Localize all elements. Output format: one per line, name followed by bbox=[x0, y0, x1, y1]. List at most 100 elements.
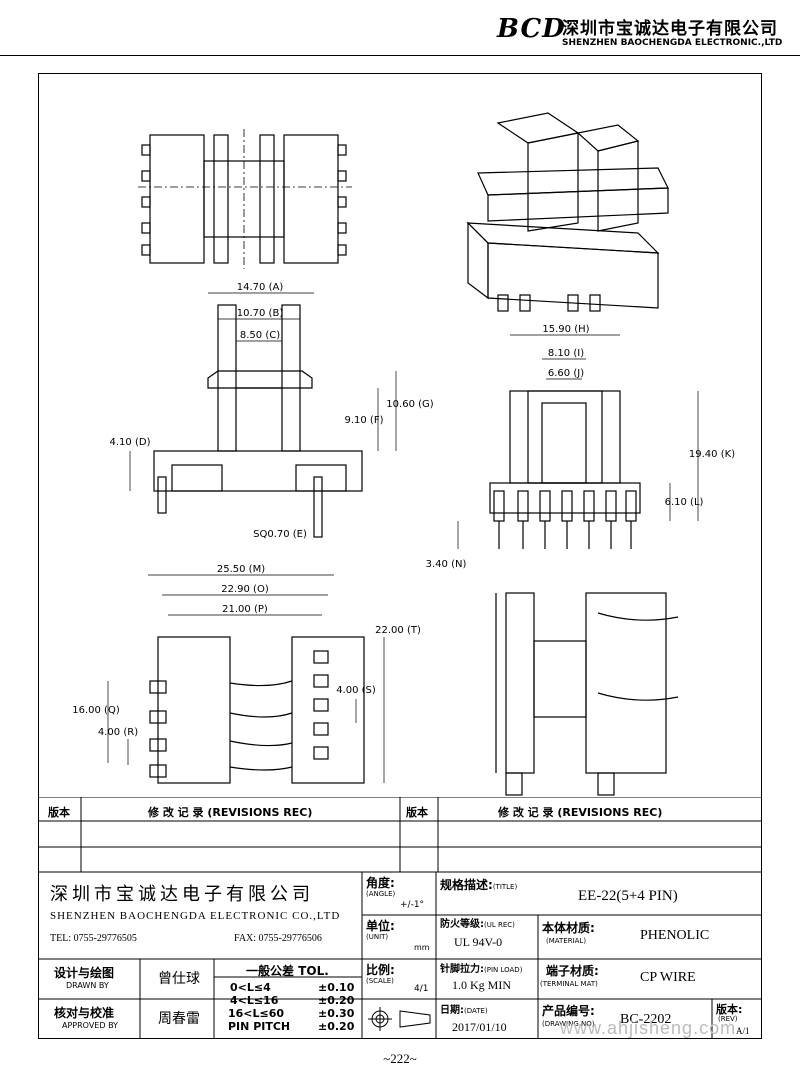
tb-angle-value: +/-1° bbox=[400, 900, 425, 910]
isometric-view bbox=[466, 112, 669, 312]
tb-angle-en: (ANGLE) bbox=[366, 890, 396, 898]
tb-rev-en: (REV) bbox=[718, 1015, 738, 1023]
svg-text:10.60 (G): 10.60 (G) bbox=[386, 399, 433, 410]
svg-text:10.70 (B): 10.70 (B) bbox=[237, 308, 284, 319]
svg-text:22.00 (T): 22.00 (T) bbox=[375, 625, 421, 636]
tb-tol-title: 一般公差 TOL. bbox=[246, 964, 329, 978]
dim-n-tag: N bbox=[455, 559, 462, 570]
dim-h-value: 15.90 bbox=[542, 324, 571, 335]
svg-text:3.40 (N): 3.40 (N) bbox=[426, 559, 467, 570]
header-rule bbox=[0, 55, 800, 56]
tb-date-label: 日期:(DATE) bbox=[440, 1001, 488, 1016]
dim-i-tag: I bbox=[577, 348, 580, 359]
tb-title-en: (TITLE) bbox=[492, 883, 518, 891]
dim-p-tag: P bbox=[258, 604, 264, 615]
dim-h-tag: H bbox=[578, 324, 586, 335]
dim-e-tag: E bbox=[297, 529, 303, 540]
company-logo: BCD bbox=[497, 14, 566, 44]
tb-term-value: CP WIRE bbox=[640, 970, 696, 985]
tb-term-en: (TERMINAL MAT) bbox=[540, 980, 598, 988]
company-name-en: SHENZHEN BAOCHENGDA ELECTRONIC.,LTD bbox=[562, 38, 783, 48]
tb-ul-cn: 防火等级: bbox=[440, 919, 484, 930]
dim-p-value: 21.00 bbox=[222, 604, 251, 615]
dim-e-value: SQ0.70 bbox=[253, 529, 289, 540]
svg-text:9.10 (F): 9.10 (F) bbox=[344, 415, 383, 426]
tb-date-cn: 日期: bbox=[440, 1005, 464, 1016]
tb-drawn-value: 曾仕球 bbox=[158, 971, 200, 987]
dim-s-value: 4.00 bbox=[336, 685, 358, 696]
rev-col-record-2: 修 改 记 录 (REVISIONS REC) bbox=[498, 806, 663, 819]
svg-text:4.00 (S): 4.00 (S) bbox=[336, 685, 376, 696]
page-number: ~222~ bbox=[383, 1051, 417, 1066]
dim-s-tag: S bbox=[366, 685, 372, 696]
dim-i-value: 8.10 bbox=[548, 348, 570, 359]
dim-q-tag: Q bbox=[108, 705, 116, 716]
tb-mat-label: 本体材质: bbox=[542, 921, 595, 935]
tb-tol2-value: ±0.20 bbox=[318, 994, 355, 1007]
svg-text:14.70 (A): 14.70 (A) bbox=[237, 282, 284, 293]
tb-date-value: 2017/01/10 bbox=[452, 1020, 507, 1034]
drawing-frame bbox=[38, 73, 762, 1039]
svg-text:16.00 (Q): 16.00 (Q) bbox=[72, 705, 120, 716]
tb-fax: FAX: 0755-29776506 bbox=[234, 933, 322, 944]
tb-tol2-range: 4<L≤16 bbox=[230, 994, 279, 1007]
side-profile-view bbox=[495, 592, 679, 796]
dim-t-tag: T bbox=[410, 625, 418, 636]
tb-unit-value: mm bbox=[414, 943, 430, 952]
rev-col-record: 修 改 记 录 (REVISIONS REC) bbox=[148, 806, 313, 819]
tb-approved-label: 核对与校准 bbox=[54, 1006, 115, 1020]
technical-drawing: 14.70 (A) 10.70 (B) 8.50 (C) 9.10 (F) 10… bbox=[72, 112, 735, 796]
rev-col-version: 版本 bbox=[48, 806, 70, 819]
tb-angle-label: 角度: bbox=[366, 876, 395, 890]
tb-tol1-value: ±0.10 bbox=[318, 981, 355, 994]
tb-mat-value: PHENOLIC bbox=[640, 928, 710, 943]
tb-rev-label: 版本: bbox=[716, 1003, 743, 1016]
svg-text:21.00 (P): 21.00 (P) bbox=[222, 604, 268, 615]
tb-scale-value: 4/1 bbox=[414, 984, 429, 994]
dim-k-value: 19.40 bbox=[689, 449, 718, 460]
tb-scale-label: 比例: bbox=[366, 963, 395, 977]
projection-symbol bbox=[368, 1007, 431, 1031]
dim-r-value: 4.00 bbox=[98, 727, 120, 738]
tb-pin-cn: 针脚拉力: bbox=[440, 964, 484, 975]
tb-ul-value: UL 94V-0 bbox=[454, 935, 503, 949]
tb-pin-value: 1.0 Kg MIN bbox=[452, 978, 511, 992]
dim-q-value: 16.00 bbox=[72, 705, 101, 716]
tb-unit-en: (UNIT) bbox=[366, 933, 389, 941]
svg-text:6.10 (L): 6.10 (L) bbox=[665, 497, 704, 508]
tb-approved-en: APPROVED BY bbox=[62, 1021, 119, 1030]
tb-pin-en: (PIN LOAD) bbox=[484, 966, 523, 974]
dim-f-tag: F bbox=[374, 415, 380, 426]
tb-tol3-value: ±0.30 bbox=[318, 1007, 355, 1020]
tb-title-cn: 规格描述: bbox=[440, 878, 493, 892]
svg-text:22.90 (O): 22.90 (O) bbox=[221, 584, 269, 595]
tb-dwg-label: 产品编号: bbox=[542, 1004, 595, 1018]
dim-m-value: 25.50 bbox=[217, 564, 246, 575]
dim-f-value: 9.10 bbox=[344, 415, 366, 426]
tb-term-label: 端子材质: bbox=[546, 964, 599, 978]
svg-text:6.60 (J): 6.60 (J) bbox=[548, 368, 584, 379]
dim-d-tag: D bbox=[139, 437, 147, 448]
dim-g-value: 10.60 bbox=[386, 399, 415, 410]
dim-o-value: 22.90 bbox=[221, 584, 250, 595]
svg-text:19.40 (K): 19.40 (K) bbox=[689, 449, 735, 460]
dim-r-tag: R bbox=[127, 727, 134, 738]
tb-date-en: (DATE) bbox=[464, 1007, 488, 1015]
dim-t-value: 22.00 bbox=[375, 625, 404, 636]
dim-c-value: 8.50 bbox=[240, 330, 262, 341]
svg-text:4.00 (R): 4.00 (R) bbox=[98, 727, 138, 738]
tb-approved-value: 周春雷 bbox=[158, 1011, 200, 1027]
page-header: BCD 深圳市宝诚达电子有限公司 SHENZHEN BAOCHENGDA ELE… bbox=[0, 0, 800, 60]
dim-j-value: 6.60 bbox=[548, 368, 570, 379]
bottom-view bbox=[149, 636, 365, 784]
tb-rev-value: A/1 bbox=[736, 1026, 750, 1036]
dim-l-value: 6.10 bbox=[665, 497, 687, 508]
svg-text:4.10 (D): 4.10 (D) bbox=[110, 437, 151, 448]
tb-pin-label: 针脚拉力:(PIN LOAD) bbox=[440, 960, 522, 975]
tb-drawn-label: 设计与绘图 bbox=[54, 966, 115, 980]
dim-m-tag: M bbox=[253, 564, 262, 575]
watermark: www.ahjisheng.com bbox=[560, 1018, 737, 1038]
dim-a-value: 14.70 bbox=[237, 282, 266, 293]
tb-tol3-range: 16<L≤60 bbox=[228, 1007, 285, 1020]
tb-company-cn: 深圳市宝诚达电子有限公司 bbox=[50, 884, 314, 904]
